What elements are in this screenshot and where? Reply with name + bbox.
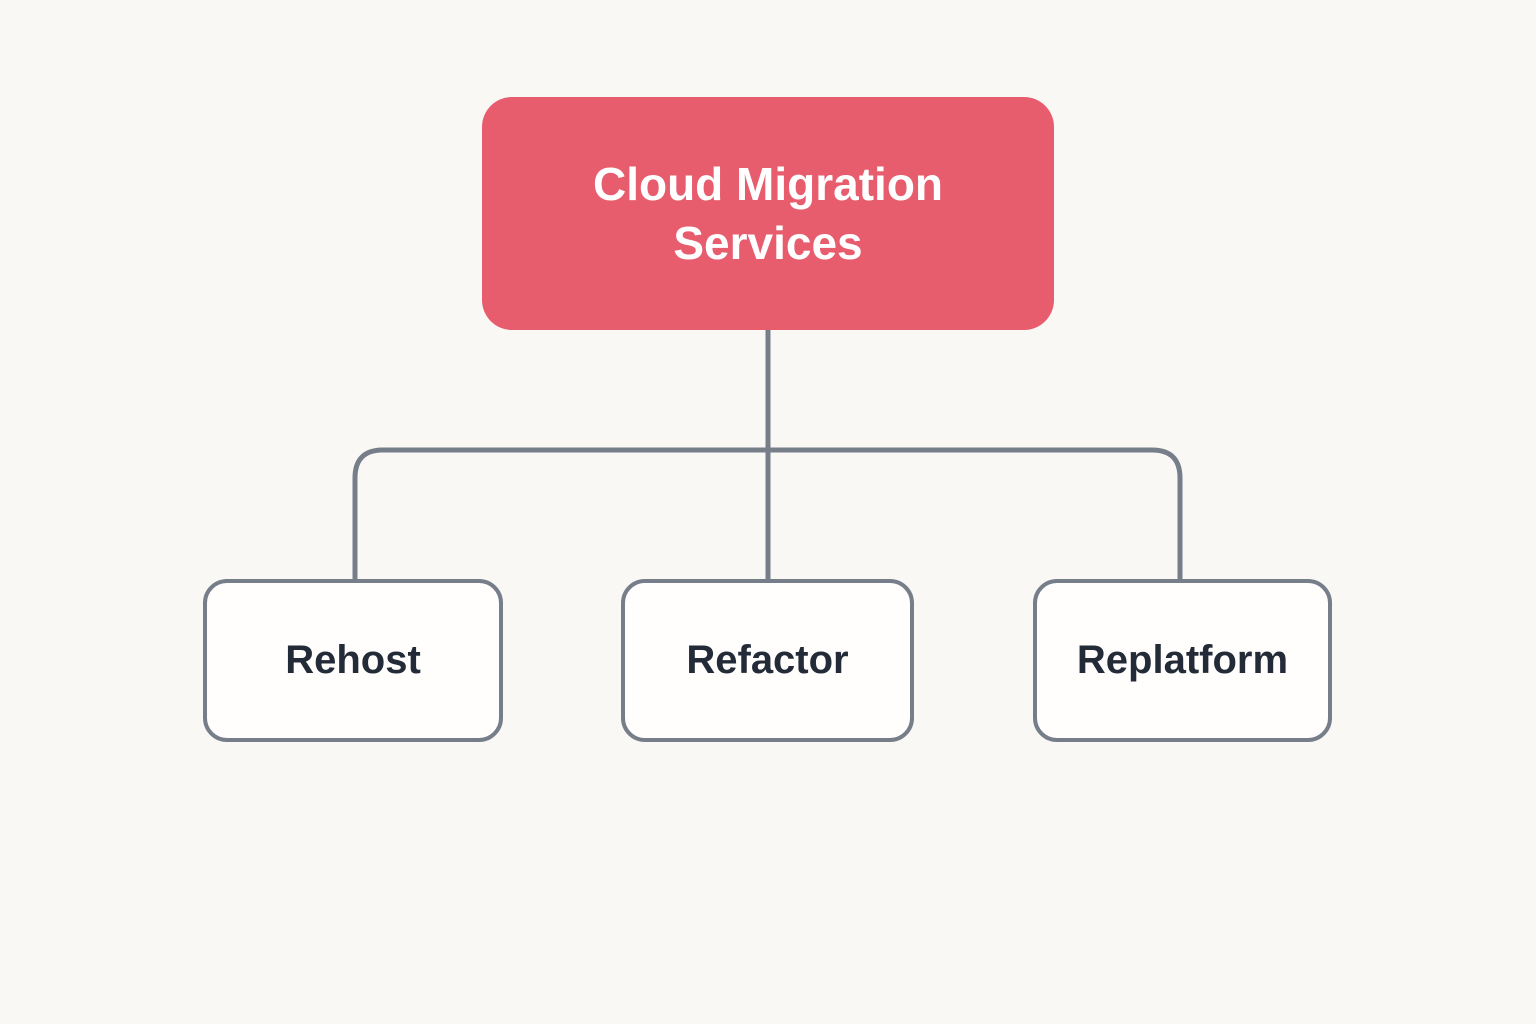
child-node-label: Refactor bbox=[686, 638, 849, 682]
connector-root-to-replatform bbox=[768, 447, 1183, 580]
connector-root-to-rehost bbox=[352, 447, 768, 580]
child-node-label: Replatform bbox=[1076, 638, 1289, 682]
node-refactor: Refactor bbox=[621, 579, 914, 742]
root-node-label: Cloud Migration Services bbox=[592, 157, 944, 269]
node-cloud-migration-services: Cloud Migration Services bbox=[482, 97, 1054, 330]
node-rehost: Rehost bbox=[203, 579, 503, 742]
child-node-label: Rehost bbox=[285, 638, 421, 682]
node-replatform: Replatform bbox=[1033, 579, 1332, 742]
